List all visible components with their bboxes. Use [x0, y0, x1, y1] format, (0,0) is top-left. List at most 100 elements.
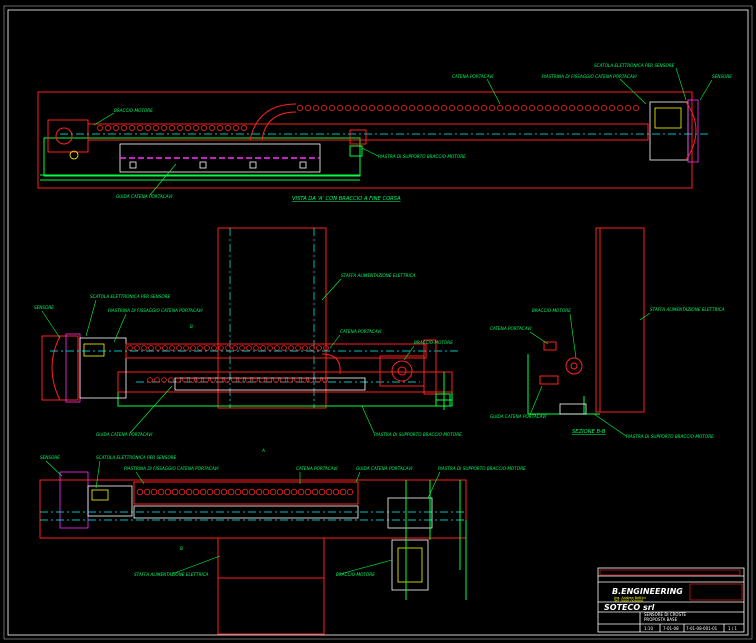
label-mid-scatola: SCATOLA ELETTRONICA PER SENSORE: [90, 294, 171, 299]
chain-link: [154, 377, 160, 383]
chain-link: [184, 125, 191, 132]
chain-link: [323, 345, 329, 351]
chain-link: [325, 488, 333, 496]
chain-link: [513, 105, 520, 112]
chain-link: [183, 345, 189, 351]
chain-link: [150, 488, 158, 496]
chain-link: [192, 488, 200, 496]
chain-link: [161, 377, 167, 383]
chain-link: [320, 105, 327, 112]
chain-link: [400, 105, 407, 112]
chain-link: [127, 345, 133, 351]
chain-link: [315, 377, 321, 383]
chain-link: [197, 345, 203, 351]
chain-link: [168, 125, 175, 132]
chain-link: [601, 105, 608, 112]
label-mid-sensore: SENSORE: [34, 305, 54, 310]
label-top-guida: GUIDA CATENA PORTACAVI: [116, 194, 173, 199]
top-view: [37, 91, 710, 189]
chain-link: [376, 105, 383, 112]
tb-company-sub1: Ing. Andrea Bettini: [614, 596, 646, 600]
chain-link: [241, 488, 249, 496]
chain-link: [216, 125, 223, 132]
chain-link: [252, 377, 258, 383]
chain-link: [190, 345, 196, 351]
chain-link: [152, 125, 159, 132]
chain-link: [424, 105, 431, 112]
label-sec-staffa: STAFFA ALIMENTAZIONE ELETTRICA: [650, 307, 725, 312]
chain-link: [322, 377, 328, 383]
label-mid-guida: GUIDA CATENA PORTACAVI: [96, 432, 153, 437]
label-mid-staffa: STAFFA ALIMENTAZIONE ELETTRICA: [341, 273, 416, 278]
chain-link: [301, 377, 307, 383]
chain-link: [269, 488, 277, 496]
chain-link: [553, 105, 560, 112]
chain-link: [232, 345, 238, 351]
chain-link: [182, 377, 188, 383]
label-mid-piastra: PIASTRA DI SUPPORTO BRACCIO-MOTORE: [374, 432, 462, 437]
chain-link: [143, 488, 151, 496]
chain-link: [97, 125, 104, 132]
chain-link: [344, 105, 351, 112]
chain-link: [210, 377, 216, 383]
chain-link: [136, 125, 143, 132]
chain-link: [448, 105, 455, 112]
middle-labels: SENSORE SCATOLA ELETTRONICA PER SENSORE …: [34, 273, 462, 437]
chain-link: [192, 125, 199, 132]
chain-link: [224, 377, 230, 383]
chain-link: [480, 105, 487, 112]
bottom-view: [39, 471, 467, 635]
chain-link: [408, 105, 415, 112]
chain-link: [105, 125, 112, 132]
chain-link: [287, 377, 293, 383]
chain-link: [231, 377, 237, 383]
chain-link: [537, 105, 544, 112]
chain-link: [593, 105, 600, 112]
middle-view: [41, 227, 460, 410]
label-top-sensore: SENSORE: [712, 74, 732, 79]
label-sec-braccio: BRACCIO-MOTORE: [532, 308, 571, 313]
chain-link: [246, 345, 252, 351]
chain-link: [384, 105, 391, 112]
chain-link: [185, 488, 193, 496]
chain-link: [290, 488, 298, 496]
chain-link: [281, 345, 287, 351]
chain-link: [189, 377, 195, 383]
chain-link: [440, 105, 447, 112]
marker-a-top: A: [261, 448, 265, 453]
chain-link: [274, 345, 280, 351]
section-labels: CATENA PORTACAVI BRACCIO-MOTORE STAFFA A…: [490, 307, 725, 439]
chain-link: [240, 125, 247, 132]
chain-link: [175, 377, 181, 383]
chain-link: [171, 488, 179, 496]
chain-link: [308, 377, 314, 383]
chain-link: [262, 488, 270, 496]
bottom-labels: SENSORE SCATOLA ELETTRONICA PER SENSORE …: [40, 448, 526, 577]
section-title: SEZIONE B-B: [572, 429, 606, 435]
chain-link: [227, 488, 235, 496]
label-bot-piastrina: PIASTRINA DI FISSAGGIO CATENA PORTACAVI: [124, 466, 219, 471]
chain-link: [311, 488, 319, 496]
chain-link: [336, 105, 343, 112]
chain-link: [297, 488, 305, 496]
chain-link: [328, 105, 335, 112]
label-sec-piastra: PIASTRA DI SUPPORTO BRACCIO-MOTORE: [626, 434, 714, 439]
chain-link: [253, 345, 259, 351]
label-bot-staffa: STAFFA ALIMENTAZIONE ELETTRICA: [134, 572, 209, 577]
chain-link: [155, 345, 161, 351]
chain-link: [144, 125, 151, 132]
label-top-piastra: PIASTRA DI SUPPORTO BRACCIO-MOTORE: [378, 154, 466, 159]
chain-link: [204, 345, 210, 351]
chain-link: [196, 377, 202, 383]
chain-link: [392, 105, 399, 112]
chain-link: [368, 105, 375, 112]
tb-company: B.ENGINEERING: [612, 587, 683, 596]
middle-chain: [127, 345, 329, 383]
tb-title2: PROPOSTA BASE: [644, 617, 678, 622]
chain-link: [255, 488, 263, 496]
chain-link: [633, 105, 640, 112]
chain-link: [213, 488, 221, 496]
label-bot-catena: CATENA PORTACAVI: [296, 466, 338, 471]
chain-link: [232, 125, 239, 132]
